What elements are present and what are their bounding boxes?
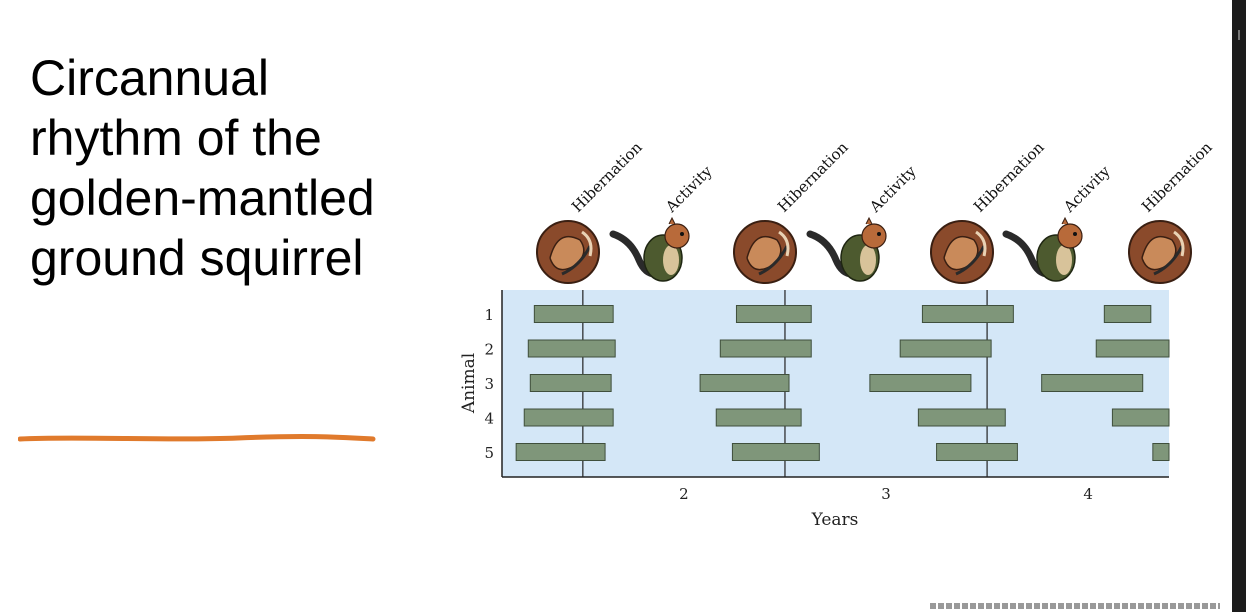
hibernating-squirrel-icon — [1128, 220, 1192, 284]
y-axis-label: Animal — [459, 353, 479, 414]
hibernating-squirrel-icon — [733, 220, 797, 284]
hibernation-bar — [1095, 339, 1170, 358]
hibernation-bar — [1103, 305, 1152, 323]
window-edge-bar — [1232, 0, 1246, 612]
hibernation-bars — [515, 305, 1170, 461]
phase-label: Activity — [865, 162, 920, 217]
animal-tick-label: 3 — [484, 375, 494, 393]
hibernation-bar — [936, 443, 1018, 461]
hibernation-bar — [869, 374, 972, 392]
hibernation-bar — [527, 339, 616, 358]
year-tick-label: 2 — [679, 485, 689, 503]
hibernation-bar — [917, 408, 1006, 427]
hibernation-bar — [899, 339, 992, 358]
x-axis-label: Years — [811, 510, 859, 530]
animal-tick-label: 5 — [484, 444, 494, 462]
hibernation-bar — [1111, 408, 1170, 427]
hibernation-bar — [921, 305, 1014, 323]
phase-label: Hibernation — [970, 138, 1048, 216]
axes — [501, 290, 1169, 478]
phase-label: Hibernation — [568, 138, 646, 216]
hibernation-bar — [735, 305, 812, 323]
figure-credit-smudge — [930, 603, 1220, 609]
slide-title: Circannual rhythm of the golden-mantled … — [30, 50, 375, 286]
hibernation-bar — [1041, 374, 1144, 392]
hibernating-squirrel-icon — [930, 220, 994, 284]
hibernation-bar — [715, 408, 802, 427]
hibernation-bar — [529, 374, 612, 392]
year-tick-label: 3 — [881, 485, 891, 503]
phase-label: Activity — [661, 162, 716, 217]
hibernation-bar — [699, 374, 790, 392]
hibernation-bar — [719, 339, 812, 358]
x-tick-labels: 2 3 4 — [679, 485, 1093, 503]
phase-label: Activity — [1059, 162, 1114, 217]
hibernation-bar — [515, 443, 606, 461]
animal-labels: 1 2 3 4 5 — [484, 306, 494, 462]
animal-tick-label: 4 — [484, 410, 494, 428]
year-tick-label: 4 — [1083, 485, 1093, 503]
animal-tick-label: 2 — [484, 341, 494, 359]
hibernation-bar — [731, 443, 820, 461]
active-squirrel-icon — [609, 216, 690, 282]
hibernating-squirrel-icon — [536, 220, 600, 284]
animal-tick-label: 1 — [484, 306, 494, 324]
hibernation-bar — [523, 408, 614, 427]
window-edge-tick — [1238, 30, 1240, 40]
active-squirrel-icon — [806, 216, 887, 282]
phase-label: Hibernation — [774, 138, 852, 216]
squirrel-icons — [536, 216, 1192, 284]
title-underline — [18, 433, 376, 442]
phase-label: Hibernation — [1138, 138, 1216, 216]
hibernation-bar — [533, 305, 614, 323]
active-squirrel-icon — [1002, 216, 1083, 282]
hibernation-bar — [1152, 443, 1170, 461]
